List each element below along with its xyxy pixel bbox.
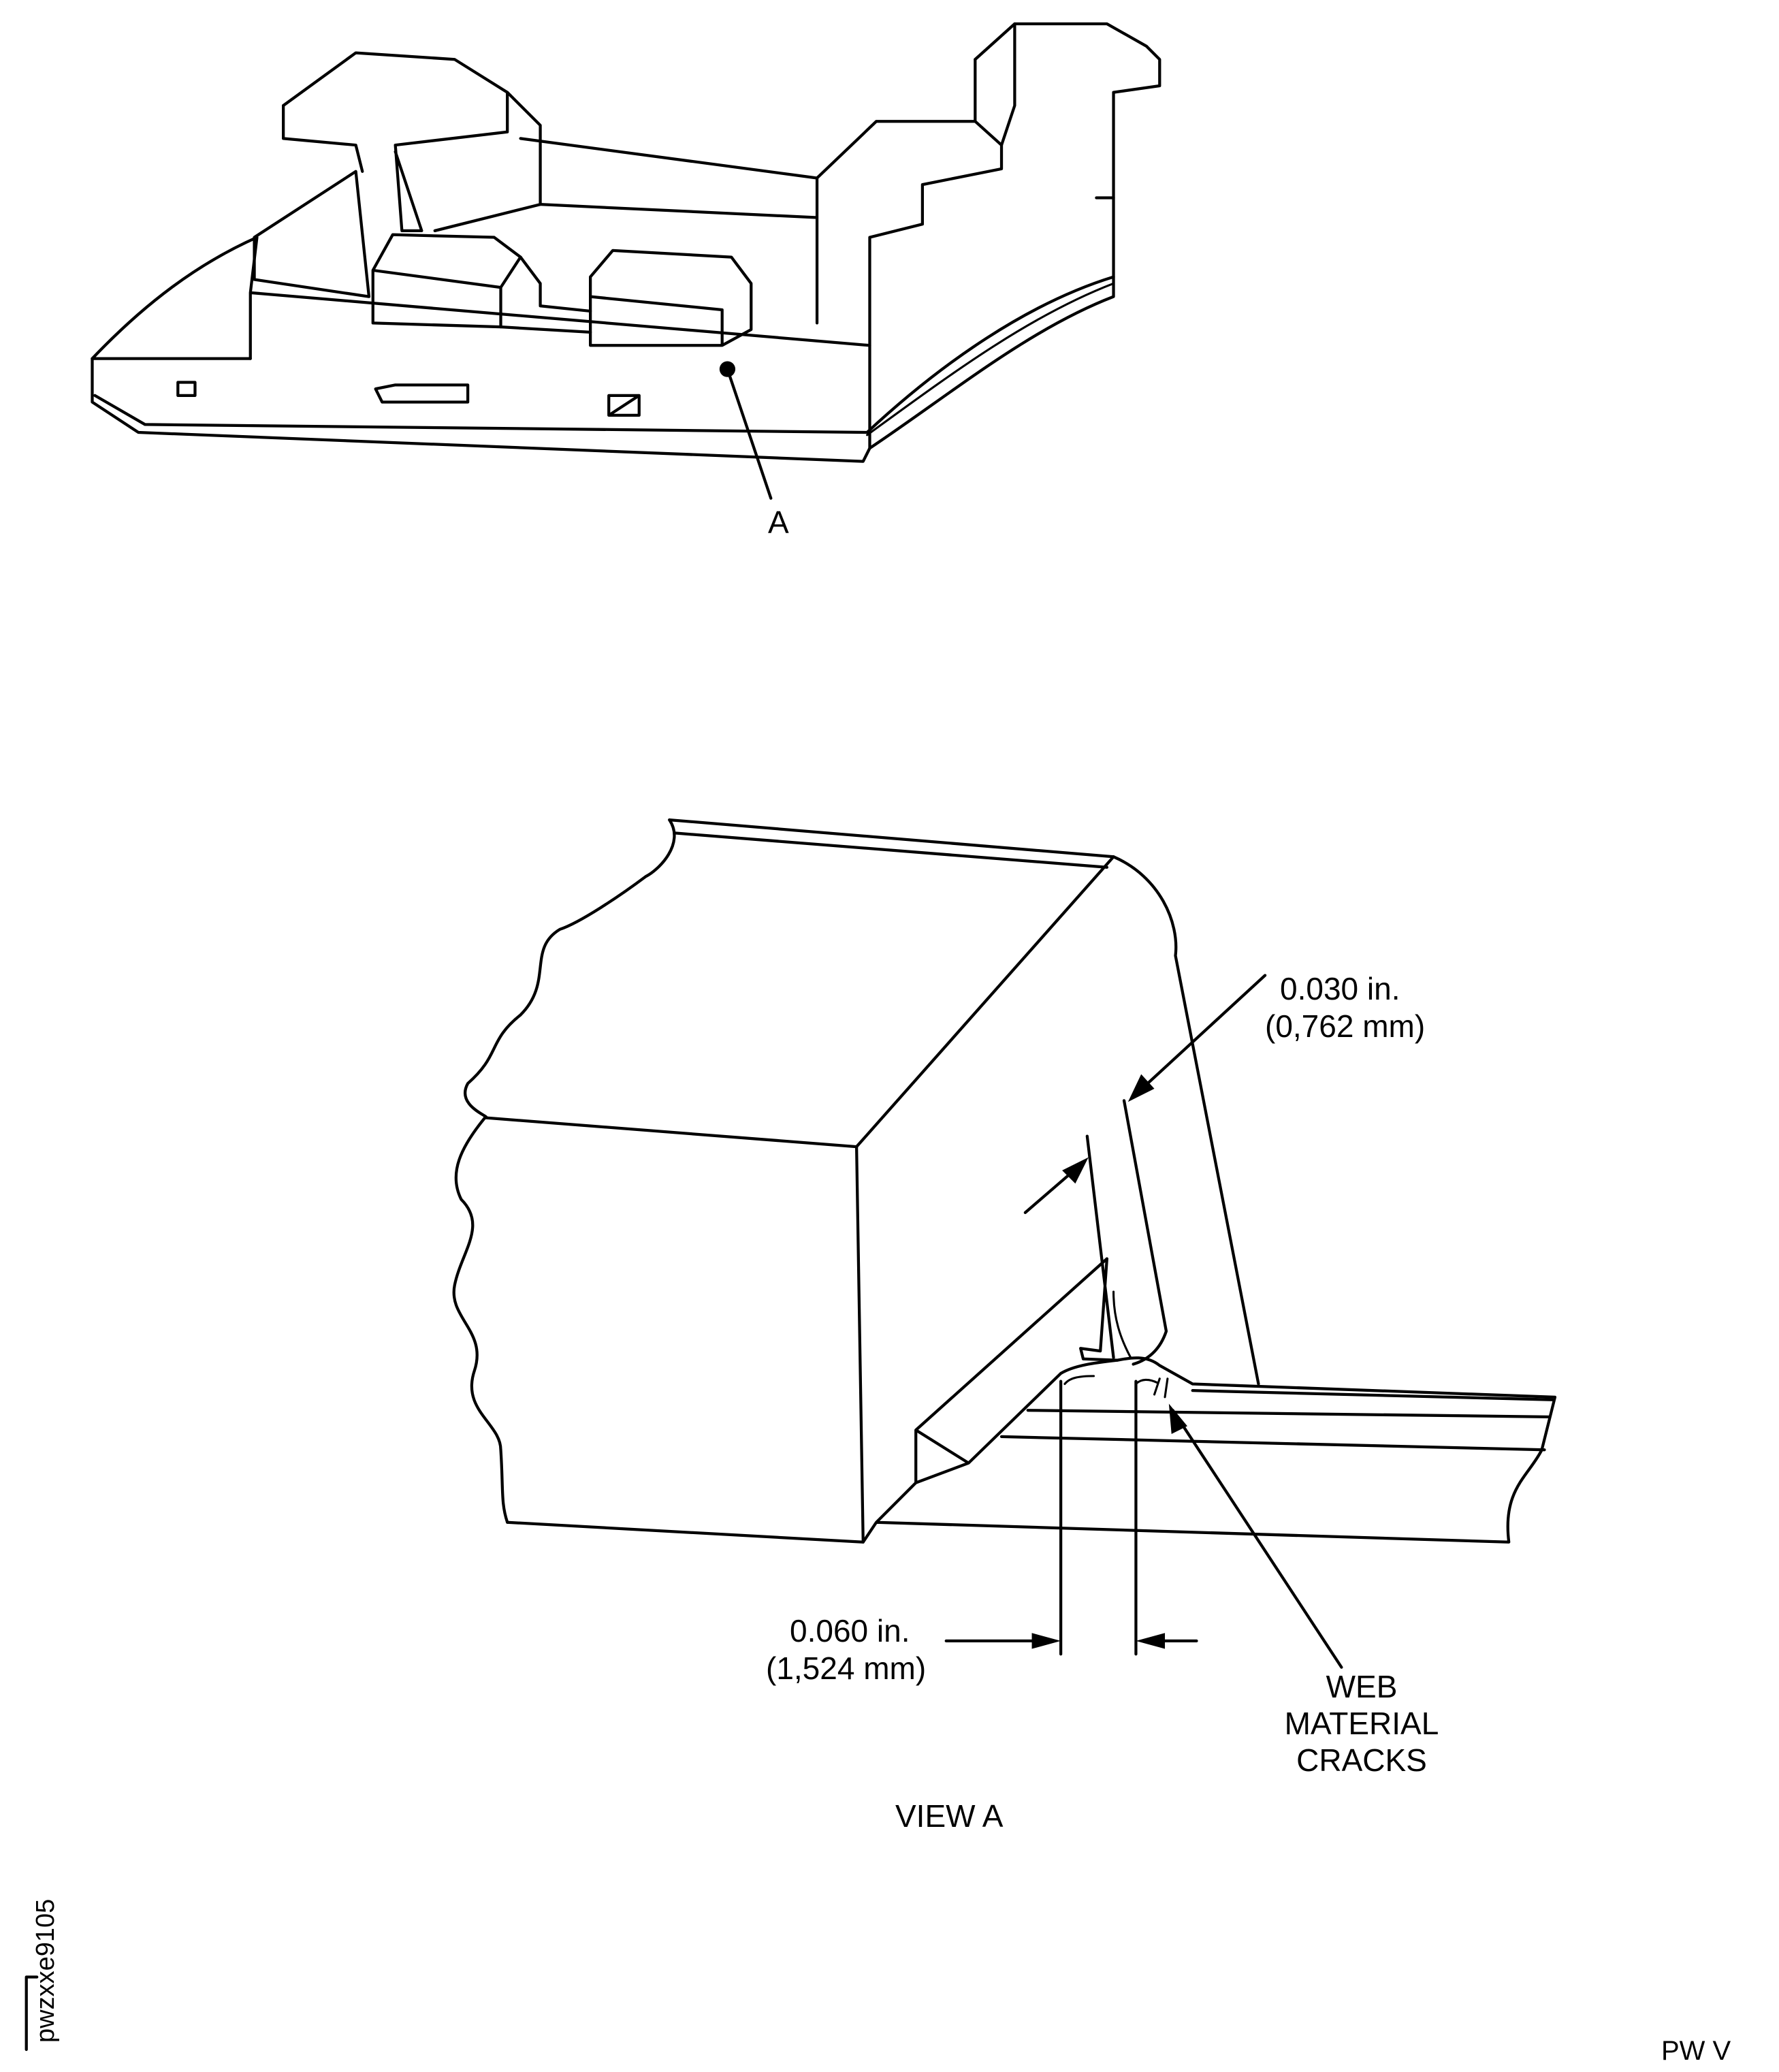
view-a-drawing — [452, 818, 1557, 1669]
part-overview-drawing — [91, 22, 1161, 463]
crack-label-line2: MATERIAL — [1284, 1706, 1439, 1741]
view-a-title: VIEW A — [895, 1798, 1004, 1834]
callout-a-label: A — [768, 505, 789, 540]
crack-width-mm: (1,524 mm) — [766, 1651, 927, 1686]
web-thickness-mm: (0,762 mm) — [1265, 1008, 1426, 1044]
callout-a-leader — [719, 361, 773, 500]
figure-id: pwzxxe9105 — [31, 1898, 60, 2043]
crack-label-line3: CRACKS — [1296, 1742, 1427, 1778]
crack-label: WEB MATERIAL CRACKS — [1232, 1668, 1491, 1779]
crack-width-inch: 0.060 in. — [790, 1613, 910, 1648]
crack-label-line1: WEB — [1326, 1669, 1398, 1704]
figure-id-bracket — [25, 1975, 39, 2052]
corner-code: PW V — [1661, 2036, 1731, 2066]
web-thickness-inch: 0.030 in. — [1280, 971, 1400, 1006]
